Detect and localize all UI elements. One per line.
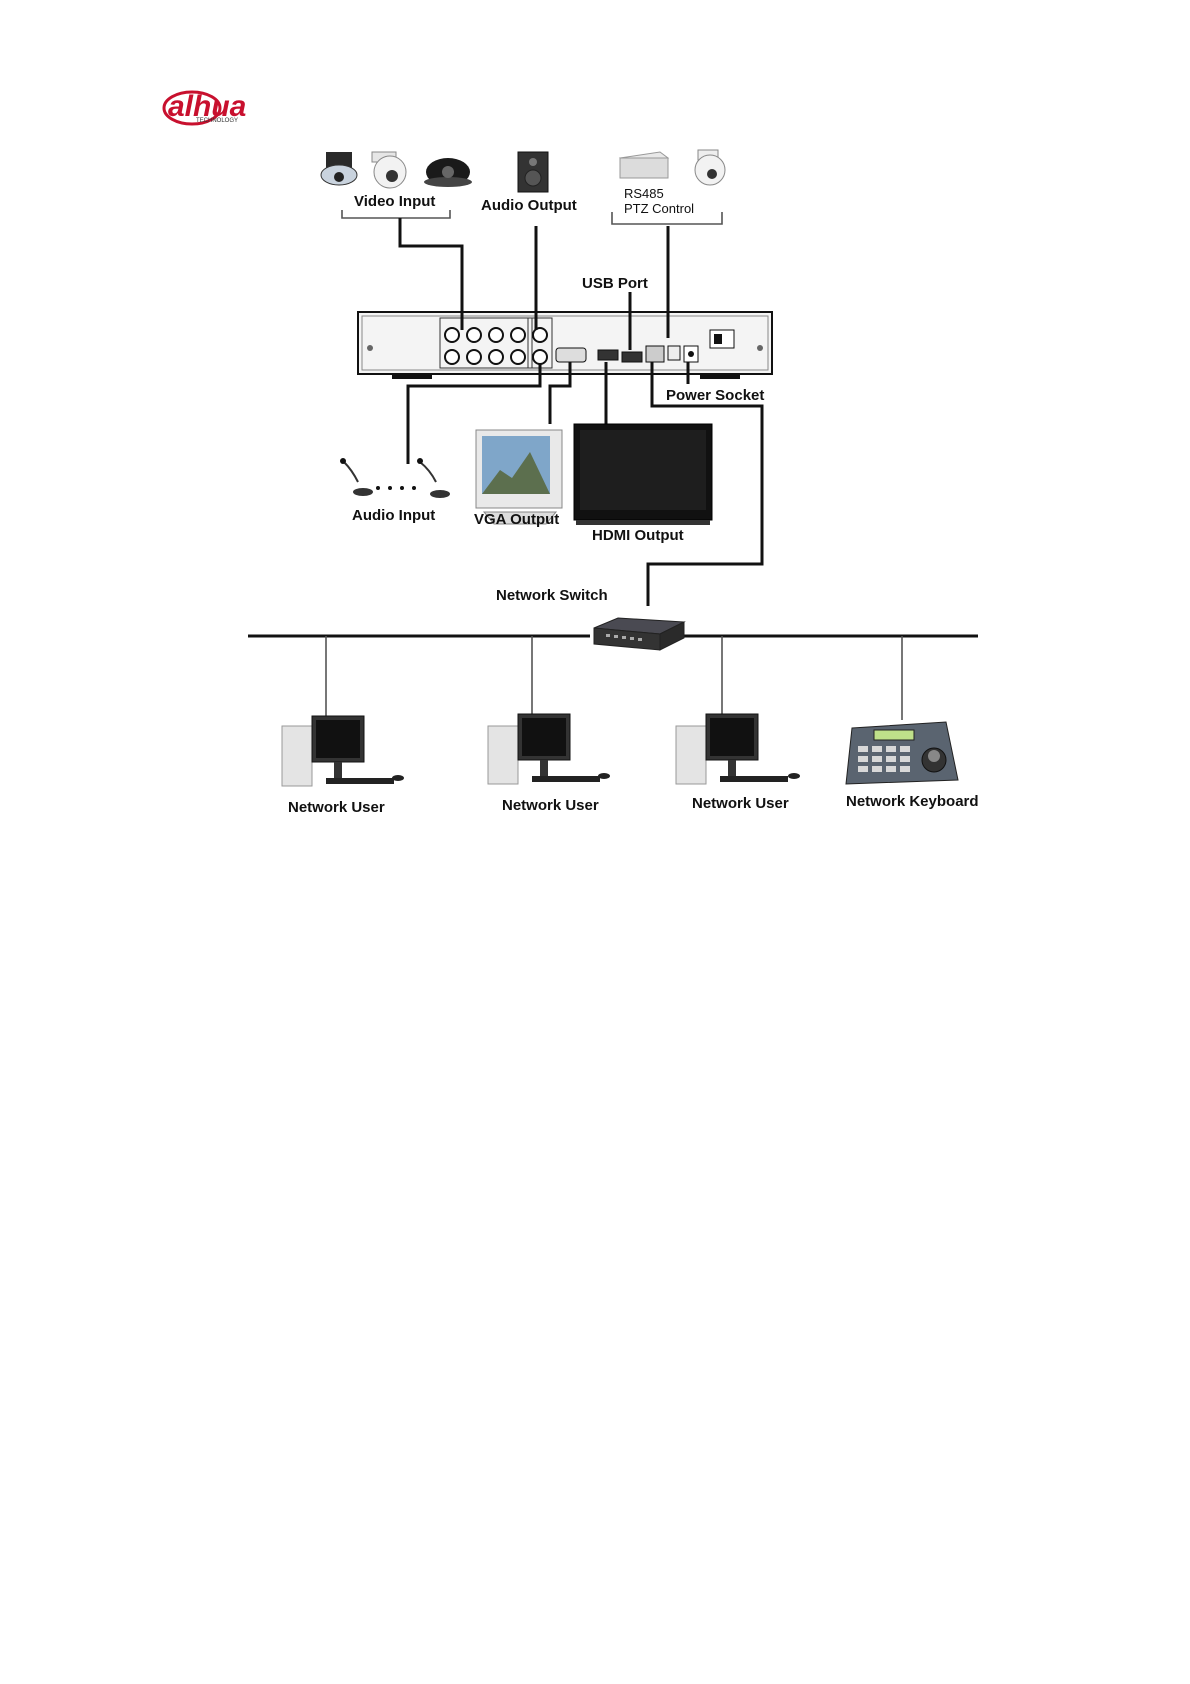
dvr-rear-panel: [358, 312, 772, 379]
dahua-logo: alhua TECHNOLOGY: [164, 90, 246, 124]
video-input-bracket: [342, 210, 450, 218]
label-network-switch: Network Switch: [496, 587, 608, 604]
microphone-right-icon: [417, 458, 450, 498]
label-usb-port: USB Port: [582, 275, 648, 292]
network-user-2-pc-icon: [488, 714, 610, 784]
label-power-socket: Power Socket: [666, 387, 764, 404]
hdmi-port: [598, 350, 618, 360]
label-rs485: RS485: [624, 186, 664, 201]
hdmi-tv-icon: [574, 424, 712, 525]
logo-tagline: TECHNOLOGY: [196, 118, 238, 124]
vga-port: [556, 348, 586, 362]
audio-in-connector: [533, 350, 547, 364]
audio-out-connector: [533, 328, 547, 342]
speed-dome-camera-icon: [321, 152, 357, 185]
label-network-user-3: Network User: [692, 795, 789, 812]
label-hdmi-output: HDMI Output: [592, 527, 684, 544]
microphone-dots: [376, 486, 416, 490]
network-keyboard-icon: [846, 722, 958, 784]
ptz-camera-icon: [695, 150, 725, 185]
vga-monitor-icon: [476, 430, 562, 524]
label-network-user-1: Network User: [288, 799, 385, 816]
label-audio-output: Audio Output: [481, 197, 577, 214]
network-user-1-pc-icon: [282, 716, 404, 786]
network-user-3-pc-icon: [676, 714, 800, 784]
dome-camera-icon: [424, 158, 472, 187]
network-switch-icon: [594, 618, 684, 650]
label-ptz-control: PTZ Control: [624, 201, 694, 216]
label-audio-input: Audio Input: [352, 507, 435, 524]
speaker-icon: [518, 152, 548, 192]
label-video-input: Video Input: [354, 193, 435, 210]
ptz-dome-camera-icon: [372, 152, 406, 188]
label-network-user-2: Network User: [502, 797, 599, 814]
rj45-port: [646, 346, 664, 362]
label-vga-output: VGA Output: [474, 511, 559, 528]
label-network-keyboard: Network Keyboard: [846, 793, 979, 810]
rs485-terminal: [668, 346, 680, 360]
ptz-decoder-icon: [620, 152, 668, 178]
microphone-left-icon: [340, 458, 373, 496]
usb-port: [622, 352, 642, 362]
